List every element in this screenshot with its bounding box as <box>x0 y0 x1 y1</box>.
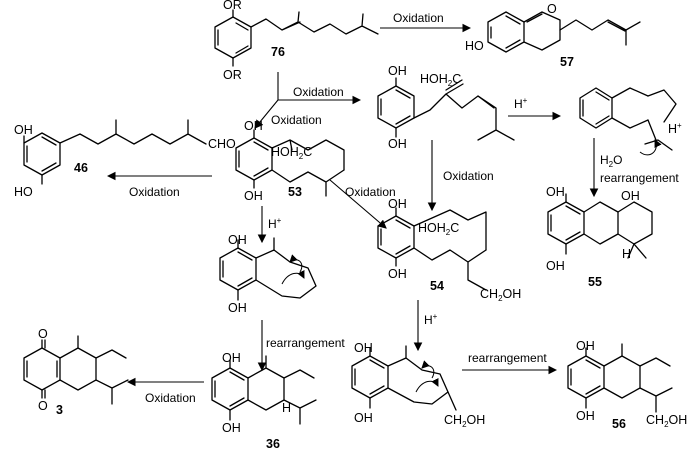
o-3-bottom: O <box>38 399 48 413</box>
label-46: 46 <box>74 161 88 175</box>
compound-hydroquinone-alcohol: OH OH HOH2C <box>377 64 515 151</box>
reagent-oxidation-2: Oxidation <box>293 85 344 99</box>
label-36: 36 <box>266 437 280 451</box>
or-group-top: OR <box>223 0 242 12</box>
hplus-cation: H+ <box>668 121 682 136</box>
oh-56-bottom: OH <box>576 409 595 423</box>
oh-mc2-bottom: OH <box>354 411 373 425</box>
reagent-oxidation-4: Oxidation <box>129 185 180 199</box>
h-36: H <box>282 401 291 415</box>
reagent-rearrangement-1: rearrangement <box>600 171 679 185</box>
label-57: 57 <box>560 55 574 69</box>
reagent-rearrangement-3: rearrangement <box>468 351 547 365</box>
reagent-oxidation-5: Oxidation <box>345 185 396 199</box>
oh-53-top: OH <box>244 119 263 133</box>
cho-46: CHO <box>208 137 236 151</box>
compound-36: OH OH H 36 <box>211 351 317 451</box>
label-3: 3 <box>56 403 63 417</box>
compound-tricyclic-cation: H+ <box>579 87 682 156</box>
label-54: 54 <box>430 279 444 293</box>
oh-54-top: OH <box>388 197 407 211</box>
oh-bottom-int: OH <box>388 137 407 151</box>
oh-55-bottom: OH <box>546 259 565 273</box>
reagent-hplus-3: H+ <box>424 312 438 327</box>
reagent-oxidation-3: Oxidation <box>271 113 322 127</box>
oh-55-junction: OH <box>621 189 640 203</box>
ch2oh-56: CH2OH <box>646 413 687 429</box>
label-76: 76 <box>271 45 285 59</box>
oh-46-top: OH <box>14 123 33 137</box>
oh-36-top: OH <box>222 351 241 365</box>
oh-55-top: OH <box>546 185 565 199</box>
label-56: 56 <box>612 417 626 431</box>
reagent-hplus-2: H+ <box>268 216 282 231</box>
o-57: O <box>547 2 557 16</box>
hoh2c-53: HOH2C <box>271 145 312 161</box>
reagent-hplus-1: H+ <box>514 96 528 111</box>
oh-57: HO <box>465 39 484 53</box>
oh-56-top: OH <box>576 339 595 353</box>
compound-54: OH OH HOH2C CH2OH 54 <box>377 197 521 303</box>
compound-57: HO O 57 <box>465 2 641 69</box>
oh-46-bottom: HO <box>14 185 33 199</box>
hoh2c-54: HOH2C <box>418 221 459 237</box>
oh-mc1-top: OH <box>228 233 247 247</box>
label-53: 53 <box>288 185 302 199</box>
compound-macrocycle-1: OH OH <box>219 233 317 315</box>
compound-3: O O 3 <box>23 327 129 417</box>
oh-36-bottom: OH <box>222 421 241 435</box>
compound-53: OH OH HOH2C 53 <box>235 119 345 203</box>
ch2oh-mc2: CH2OH <box>444 413 485 429</box>
reagent-rearrangement-2: rearrangement <box>266 336 345 350</box>
compound-macrocycle-2: OH OH CH2OH <box>351 341 485 429</box>
oh-mc1-bottom: OH <box>228 301 247 315</box>
oh-53-bottom: OH <box>244 189 263 203</box>
reagent-oxidation-1: Oxidation <box>393 11 444 25</box>
compound-46: OH HO CHO 46 <box>14 119 236 199</box>
reagent-oxidation-6: Oxidation <box>443 169 494 183</box>
or-group-bottom: OR <box>223 68 242 82</box>
arrow-76-53 <box>254 99 279 129</box>
compound-55: OH OH OH H 55 <box>546 185 653 289</box>
reagent-oxidation-7: Oxidation <box>145 391 196 405</box>
label-55: 55 <box>588 275 602 289</box>
oh-54-bottom: OH <box>388 267 407 281</box>
oh-top-int: OH <box>388 64 407 78</box>
arrow-53-54 <box>329 179 387 229</box>
compound-56: OH OH CH2OH 56 <box>567 339 687 431</box>
compound-76: OR OR 76 <box>214 0 379 82</box>
h-55: H <box>622 247 631 261</box>
hoh2c-int: HOH2C <box>420 72 461 88</box>
reagent-h2o: H2O <box>600 153 622 169</box>
oh-mc2-top: OH <box>354 341 373 355</box>
ch2oh-54: CH2OH <box>480 287 521 303</box>
o-3-top: O <box>38 327 48 341</box>
